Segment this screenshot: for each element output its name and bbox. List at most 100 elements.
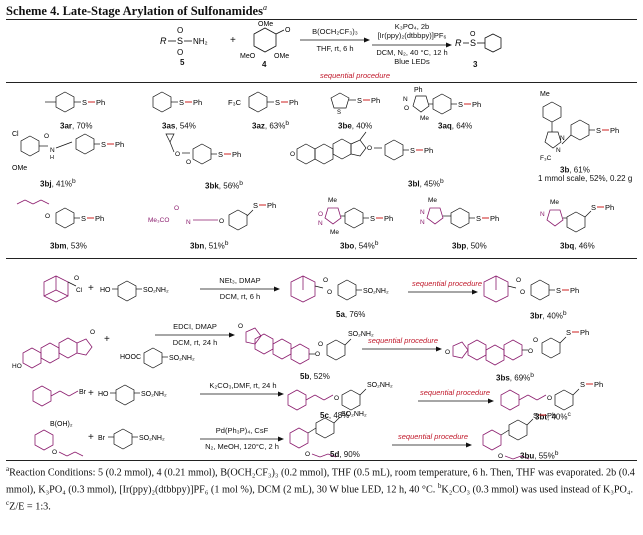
- svg-text:N: N: [186, 219, 191, 226]
- svg-text:Me: Me: [428, 197, 437, 204]
- structure-3bq: Me N S Ph: [540, 199, 614, 233]
- scale-note: 1 mmol scale, 52%, 0.22 g: [538, 174, 633, 183]
- svg-text:Ph: Ph: [472, 100, 481, 109]
- footnote-c-mark: c: [6, 498, 10, 507]
- structure-3bn: Me₃CO O N O S Ph: [148, 201, 276, 231]
- svg-text:MeO: MeO: [240, 53, 256, 60]
- svg-text:SO₂NH₂: SO₂NH₂: [143, 287, 169, 294]
- svg-text:Me: Me: [540, 91, 550, 98]
- svg-text:HO: HO: [98, 391, 109, 398]
- condition-1-top: B(OCH₂CF₃)₃: [312, 27, 358, 36]
- svg-text:O: O: [323, 277, 328, 284]
- reagent-4-label: 4: [262, 60, 267, 69]
- product-3bj-yield: 41%: [56, 179, 73, 189]
- structure-3bk: O O S Ph: [165, 133, 241, 166]
- svg-text:OMe: OMe: [12, 165, 27, 172]
- svg-text:N: N: [420, 209, 425, 216]
- seq4-condition-bottom: N₂, MeOH, 120°C, 2 h: [205, 442, 279, 451]
- product-3b-label: 3b, 61%: [560, 165, 590, 175]
- product-3bn-footnote-mark: b: [224, 240, 229, 247]
- svg-text:O: O: [334, 395, 339, 402]
- product-3aq-id: 3aq: [438, 121, 452, 131]
- butoxyphenylboronic-acid-structure: B(OH)₂ O: [34, 421, 84, 457]
- svg-text:S: S: [410, 146, 415, 155]
- svg-text:S: S: [101, 140, 106, 149]
- svg-text:HOOC: HOOC: [120, 354, 141, 361]
- svg-text:S: S: [81, 214, 86, 223]
- bromobenzenesulfonamide-structure: Br SO₂NH₂: [98, 428, 165, 450]
- reaction-arrow-1: [300, 37, 370, 43]
- product-3bt-id: 3bt: [535, 412, 547, 422]
- scheme-footnotes: aReaction Conditions: 5 (0.2 mmol), 4 (0…: [6, 463, 636, 514]
- seq4-condition-top: Pd(Ph₃P)₄, CsF: [215, 426, 269, 435]
- structure-3ar: S Ph: [45, 91, 105, 113]
- intermediate-5d-label: 5d, 90%: [330, 450, 360, 459]
- svg-text:O: O: [470, 31, 476, 38]
- svg-text:O: O: [219, 218, 224, 225]
- seq2-sequential-arrow: [362, 346, 442, 352]
- svg-text:O: O: [445, 349, 450, 356]
- svg-text:SO₂NH₂: SO₂NH₂: [169, 355, 195, 362]
- svg-text:Ph: Ph: [490, 214, 499, 223]
- svg-text:O: O: [186, 159, 191, 166]
- seq1-condition-top: NEt₃, DMAP: [219, 276, 261, 285]
- plus-sign-seq1: +: [88, 283, 94, 294]
- svg-text:O: O: [45, 213, 50, 220]
- svg-text:Ph: Ph: [371, 96, 380, 105]
- seq1-condition-bottom: DCM, rt, 6 h: [219, 292, 261, 301]
- footnote-a: Reaction Conditions: 5 (0.2 mmol), 4 (0.…: [6, 467, 635, 496]
- svg-text:N: N: [556, 147, 561, 154]
- svg-text:HO: HO: [12, 363, 22, 370]
- svg-text:SO₂NH₂: SO₂NH₂: [139, 435, 165, 442]
- svg-text:Cl: Cl: [76, 287, 83, 294]
- svg-text:H: H: [50, 155, 54, 161]
- svg-text:Ph: Ph: [424, 146, 433, 155]
- svg-text:O: O: [547, 395, 552, 402]
- svg-text:O: O: [516, 277, 521, 284]
- svg-text:OMe: OMe: [274, 53, 289, 60]
- product-3aq-yield: 64%: [456, 121, 473, 131]
- footnote-b-mark: b: [437, 481, 442, 490]
- svg-text:S: S: [275, 98, 280, 107]
- hydroxy-benzenesulfonamide-structure-2: HO SO₂NH₂: [98, 384, 167, 406]
- seq3-sequential-arrow: [418, 398, 494, 404]
- intermediate-5b-yield: 52%: [313, 372, 330, 381]
- adamantane-acid-chloride-structure: O Cl: [43, 275, 83, 303]
- footnote-c: Z/E = 1:3.: [9, 501, 51, 513]
- svg-text:Br: Br: [98, 435, 106, 442]
- svg-text:Me: Me: [330, 229, 339, 236]
- product-3bs-yield: 69%: [514, 373, 531, 383]
- product-3bo-footnote-mark: b: [374, 240, 379, 247]
- condition-2-line-3: DCM, N₂, 40 °C, 12 h: [376, 48, 448, 57]
- hydroxy-benzenesulfonamide-structure: HO SO₂NH₂: [100, 280, 169, 302]
- product-3bm-label: 3bm, 53%: [50, 241, 87, 251]
- seq3-condition-top: K₂CO₃,DMF, rt, 24 h: [209, 381, 277, 390]
- svg-text:Me: Me: [550, 199, 559, 206]
- scheme-title-text: Scheme 4. Late-Stage Arylation of Sulfon…: [6, 4, 263, 19]
- svg-text:O: O: [404, 105, 409, 112]
- estrone-structure: HO O: [12, 329, 95, 370]
- intermediate-5c-structure: O SO₂NH₂: [287, 382, 393, 411]
- product-3bs-label: 3bs, 69%b: [496, 372, 534, 383]
- intermediate-5d-id: 5d: [330, 450, 340, 459]
- product-3bn-label: 3bn, 51%b: [190, 240, 229, 251]
- svg-text:O: O: [327, 289, 332, 296]
- svg-text:O: O: [174, 205, 179, 212]
- svg-text:N: N: [560, 135, 565, 142]
- svg-text:O: O: [520, 289, 525, 296]
- svg-text:F₃C: F₃C: [540, 155, 552, 162]
- footnote-rule: [6, 460, 637, 461]
- plus-sign-seq3: +: [88, 388, 94, 399]
- svg-text:S: S: [82, 98, 87, 107]
- product-3bu-label: 3bu, 55%b: [520, 450, 559, 461]
- structure-3bl: O O S Ph: [290, 131, 433, 165]
- product-3bt-structure: O S Ph: [500, 380, 603, 411]
- product-3ar-yield: 70%: [76, 121, 93, 131]
- product-3bo-yield: 54%: [358, 241, 375, 251]
- svg-text:Ph: Ph: [594, 380, 603, 389]
- svg-text:SO₂NH₂: SO₂NH₂: [341, 411, 367, 418]
- seq3-arrow: [200, 391, 284, 397]
- header-rule: [6, 82, 637, 83]
- product-3bp-label: 3bp, 50%: [452, 241, 487, 251]
- product-3b-id: 3b: [560, 165, 570, 175]
